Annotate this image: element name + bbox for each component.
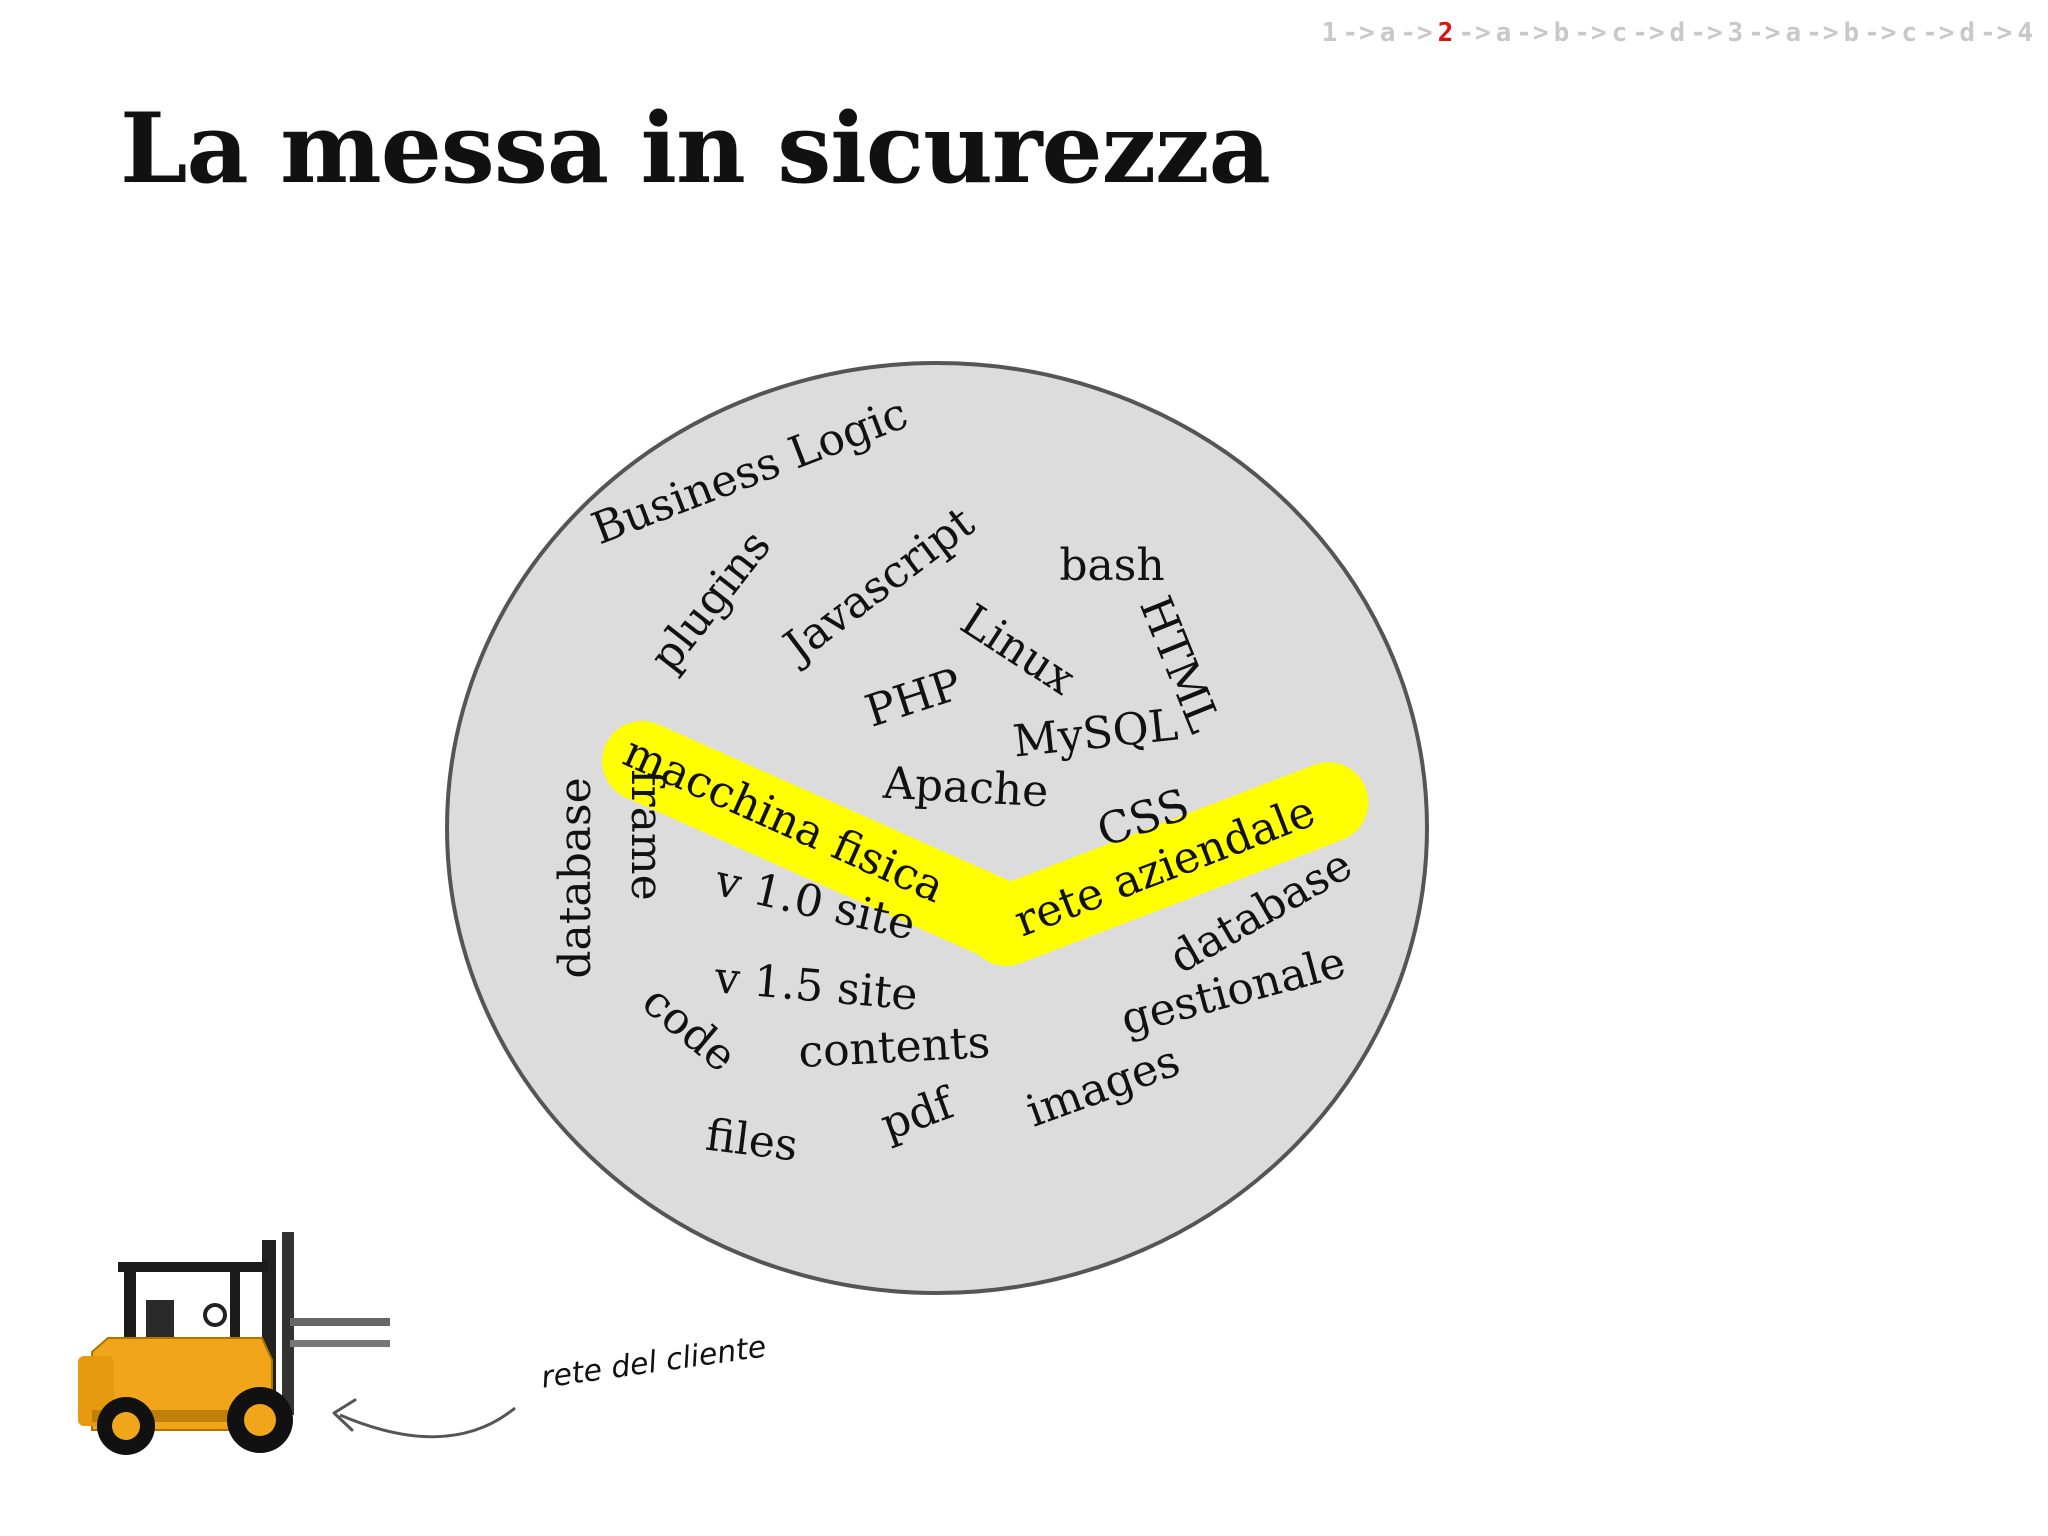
breadcrumb: 1->a->2->a->b->c->d->3->a->b->c->d->4 <box>1322 18 2034 48</box>
infrastructure-circle <box>445 361 1429 1295</box>
breadcrumb-separator: -> <box>1922 18 1956 48</box>
forklift-icon <box>78 1232 390 1455</box>
breadcrumb-separator: -> <box>1400 18 1434 48</box>
highlight-rete-aziendale-pill <box>966 762 1369 966</box>
breadcrumb-step: 3 <box>1727 18 1745 48</box>
word-contents: contents <box>797 1017 991 1078</box>
breadcrumb-step: d <box>1959 18 1977 48</box>
word-frame: frame <box>621 769 672 900</box>
breadcrumb-step: a <box>1495 18 1513 48</box>
breadcrumb-separator: -> <box>1632 18 1666 48</box>
word-files: files <box>703 1110 801 1172</box>
breadcrumb-step: d <box>1669 18 1687 48</box>
page-title: La messa in sicurezza <box>120 92 1271 205</box>
word-apache: Apache <box>881 758 1050 818</box>
breadcrumb-separator: -> <box>1458 18 1492 48</box>
breadcrumb-step: c <box>1901 18 1919 48</box>
highlight-macchina-fisica-pill <box>602 721 1030 956</box>
breadcrumb-separator: -> <box>1806 18 1840 48</box>
breadcrumb-step-current: 2 <box>1437 18 1455 48</box>
breadcrumb-step: b <box>1843 18 1861 48</box>
breadcrumb-step: a <box>1785 18 1803 48</box>
breadcrumb-step: 4 <box>2017 18 2034 48</box>
breadcrumb-separator: -> <box>1980 18 2014 48</box>
word-database-left: database <box>550 777 601 978</box>
arrowhead-icon <box>332 1398 357 1432</box>
breadcrumb-separator: -> <box>1574 18 1608 48</box>
breadcrumb-step: b <box>1553 18 1571 48</box>
breadcrumb-separator: -> <box>1342 18 1376 48</box>
client-network-arrow <box>339 1406 516 1439</box>
breadcrumb-separator: -> <box>1864 18 1898 48</box>
client-network-label: rete del cliente <box>539 1329 768 1395</box>
breadcrumb-separator: -> <box>1690 18 1724 48</box>
breadcrumb-step: c <box>1611 18 1629 48</box>
word-bash: bash <box>1059 540 1164 591</box>
breadcrumb-step: 1 <box>1321 18 1339 48</box>
breadcrumb-step: a <box>1379 18 1397 48</box>
breadcrumb-separator: -> <box>1516 18 1550 48</box>
breadcrumb-separator: -> <box>1748 18 1782 48</box>
